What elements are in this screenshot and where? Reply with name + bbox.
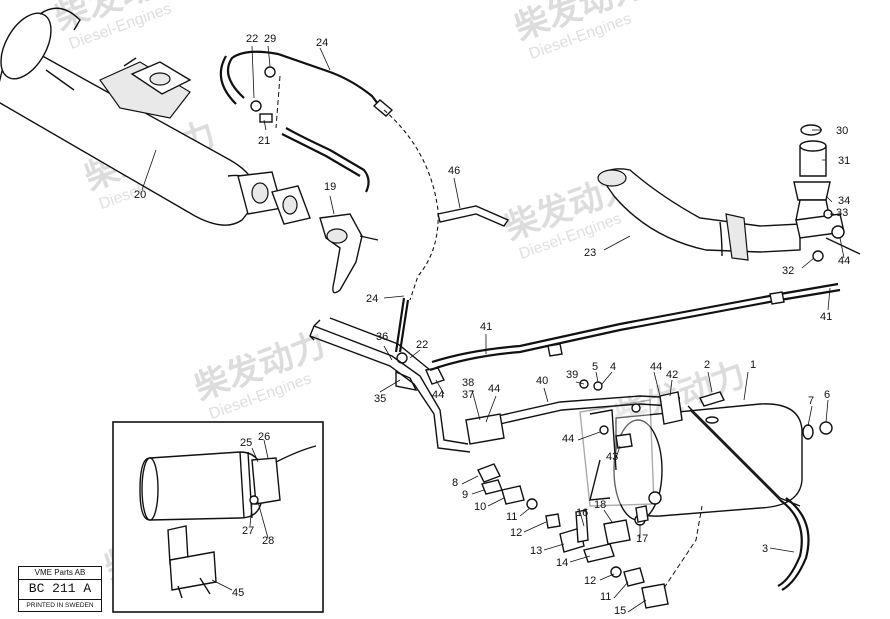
lower-fitting-chain [477, 463, 703, 609]
leader-lines [141, 45, 845, 613]
callout-38: 38 [462, 377, 474, 389]
callout-44-upper: 44 [650, 361, 662, 373]
callout-41-right: 41 [820, 311, 832, 323]
callout-27: 27 [242, 525, 254, 537]
callout-13: 13 [530, 545, 542, 557]
callout-20: 20 [134, 189, 146, 201]
callout-24-lower: 24 [366, 293, 378, 305]
central-fittings [465, 379, 683, 449]
callout-42: 42 [666, 369, 678, 381]
callout-9: 9 [462, 489, 468, 501]
callout-40: 40 [536, 375, 548, 387]
callout-32: 32 [782, 265, 794, 277]
callout-11-upper: 11 [506, 511, 517, 523]
callout-21: 21 [258, 135, 270, 147]
callout-43: 43 [606, 451, 618, 463]
air-tank-part [579, 399, 803, 526]
callout-36: 36 [376, 331, 388, 343]
inset-detail-box [112, 421, 324, 613]
catalog-stamp: VME Parts AB BC 211 A PRINTED IN SWEDEN [18, 566, 102, 612]
watermark-tile: 柴发动力 Diesel-Engines [509, 0, 650, 63]
callout-24-upper: 24 [316, 37, 328, 49]
watermark-tile: 柴发动力 Diesel-Engines [49, 0, 190, 53]
callout-34: 34 [838, 195, 850, 207]
callout-17: 17 [636, 533, 648, 545]
callout-14: 14 [556, 557, 568, 569]
elbow-pipe-part [319, 213, 379, 294]
strap-part [777, 497, 810, 591]
callout-11-lower: 11 [600, 591, 611, 603]
callout-7: 7 [808, 395, 814, 407]
callout-22-upper: 22 [246, 33, 258, 45]
callout-12-lower: 12 [584, 575, 596, 587]
filter-assembly [793, 124, 861, 262]
callout-33: 33 [836, 207, 848, 219]
upper-hose-assembly [219, 50, 439, 301]
lower-pipe-assembly [309, 297, 471, 453]
callout-26: 26 [258, 431, 270, 443]
callout-numbers: 1 2 3 4 5 6 7 8 9 10 11 11 12 12 13 14 1… [134, 33, 850, 617]
watermark-tile: 柴发动力 Diesel-Engines [189, 324, 330, 423]
callout-28: 28 [262, 535, 274, 547]
callout-2: 2 [704, 359, 710, 371]
callout-4: 4 [610, 361, 616, 373]
callout-6: 6 [824, 389, 830, 401]
callout-12-upper: 12 [510, 527, 522, 539]
callout-30: 30 [836, 125, 848, 137]
callout-39: 39 [566, 369, 578, 381]
callout-3: 3 [762, 543, 768, 555]
callout-46: 46 [448, 165, 460, 177]
stamp-printed: PRINTED IN SWEDEN [19, 599, 101, 611]
callout-44-lower: 44 [562, 433, 574, 445]
bracket-46-part [437, 205, 510, 227]
callout-44-left: 44 [432, 389, 444, 401]
callout-23: 23 [584, 247, 596, 259]
callout-44-right: 44 [838, 255, 850, 267]
stamp-code: BC 211 A [28, 581, 92, 596]
callout-10: 10 [474, 501, 486, 513]
callout-31: 31 [838, 155, 850, 167]
stamp-company: VME Parts AB [19, 567, 101, 580]
callout-18: 18 [594, 499, 606, 511]
callout-44-mid: 44 [488, 383, 500, 395]
callout-37: 37 [462, 389, 474, 401]
callout-8: 8 [452, 477, 458, 489]
callout-1: 1 [750, 359, 756, 371]
callout-5: 5 [592, 361, 598, 373]
small-fittings-right [699, 391, 833, 440]
callout-45: 45 [232, 587, 244, 599]
hose-41-assembly [429, 282, 841, 372]
callout-16: 16 [576, 507, 588, 519]
callout-35: 35 [374, 393, 386, 405]
callout-41-left: 41 [480, 321, 492, 333]
callout-29: 29 [264, 33, 276, 45]
callout-15: 15 [614, 605, 626, 617]
callout-25: 25 [240, 437, 252, 449]
silencer-part [0, 7, 311, 226]
intake-pipe-part [597, 168, 801, 261]
callout-19: 19 [324, 181, 336, 193]
callout-22-lower: 22 [416, 339, 428, 351]
